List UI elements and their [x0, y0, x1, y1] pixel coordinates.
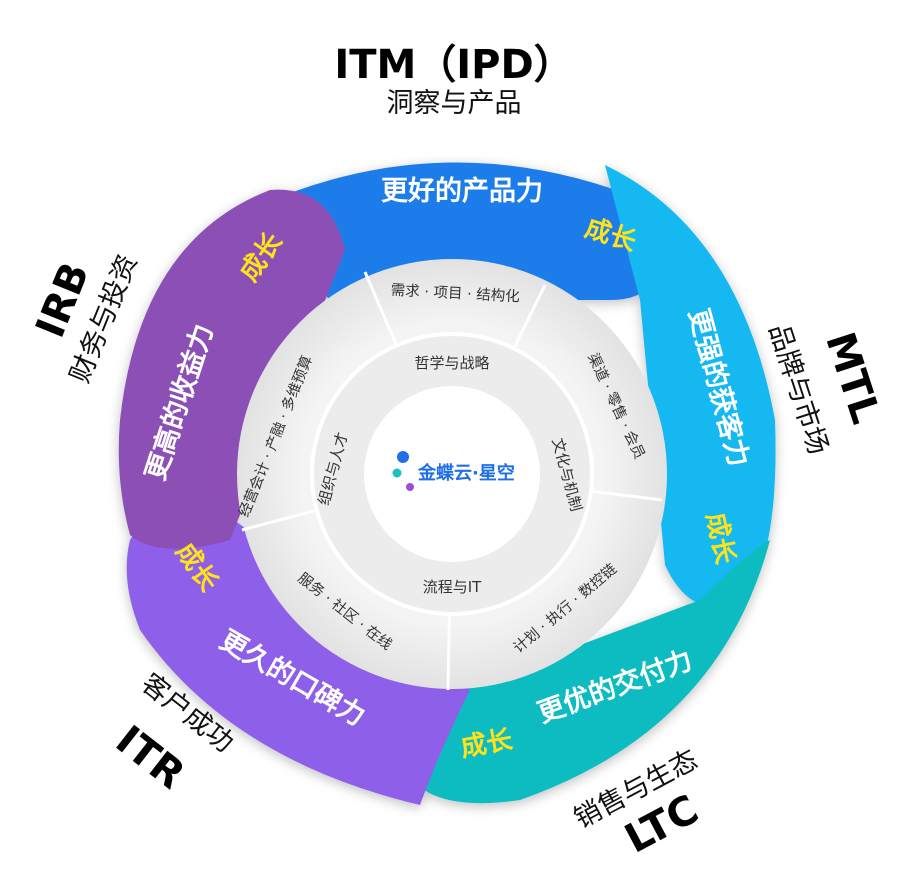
inner-label-top: 哲学与战略	[414, 354, 489, 372]
middle-label-top: 需求 · 项目 · 结构化	[390, 282, 520, 306]
logo-text: 金蝶云·星空	[417, 462, 515, 484]
external-top-sub: 洞察与产品	[387, 88, 522, 119]
inner-label-bottom: 流程与IT	[423, 578, 482, 596]
logo-dot-teal-icon	[392, 468, 402, 478]
external-bottom-left-main: ITR	[107, 717, 193, 798]
external-top-main: ITM（IPD）	[334, 42, 573, 88]
logo-dot-blue-icon	[397, 451, 409, 463]
segment-bottom-left-band	[126, 509, 471, 805]
kingdee-logo: 金蝶云·星空	[392, 451, 515, 491]
segment-left-band	[118, 189, 345, 549]
logo-dot-purple-icon	[406, 483, 414, 491]
external-right-main: MTL	[816, 327, 888, 429]
segment-top-title: 更好的产品力	[381, 175, 543, 207]
segment-right-band	[605, 165, 776, 609]
segment-top-band	[285, 162, 661, 300]
segment-bottom-band	[400, 540, 770, 804]
center-disc	[364, 386, 540, 562]
